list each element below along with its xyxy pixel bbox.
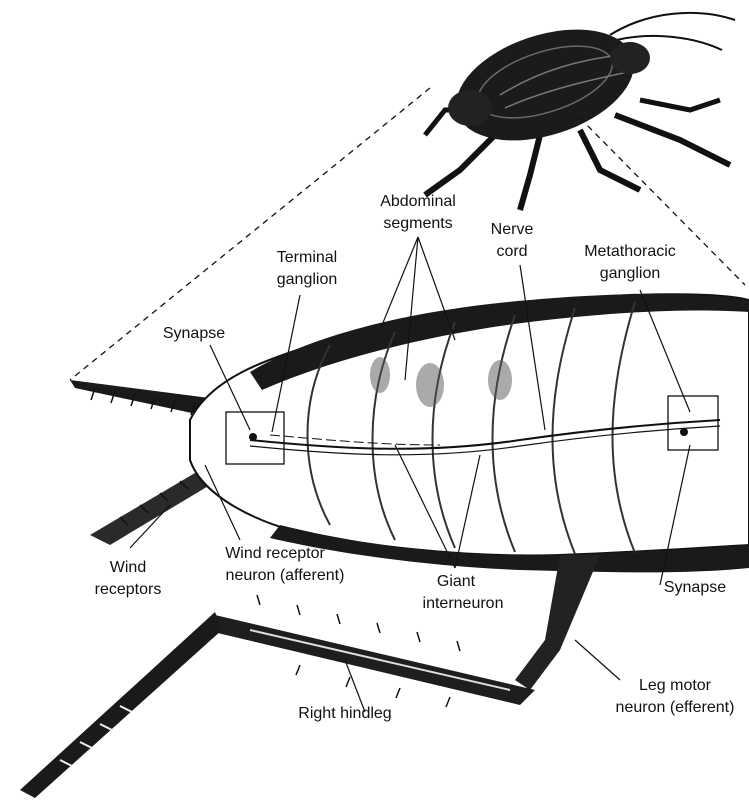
label-wind-receptor-neuron-line1: Wind receptor — [225, 545, 325, 562]
label-metathoracic-ganglion-line2: ganglion — [600, 265, 661, 282]
label-terminal-ganglion-line2: ganglion — [277, 271, 338, 288]
label-terminal-ganglion-line1: Terminal — [277, 249, 337, 266]
label-metathoracic-ganglion-line1: Metathoracic — [584, 243, 676, 260]
label-synapse-left: Synapse — [163, 325, 225, 342]
label-wind-receptors-line2: receptors — [95, 581, 162, 598]
label-wind-receptors-line1: Wind — [110, 559, 146, 576]
cockroach-illustration — [425, 9, 735, 210]
label-abdominal-segments-line1: Abdominal — [380, 193, 456, 210]
label-leg-motor-neuron-line2: neuron (efferent) — [616, 699, 735, 716]
label-giant-interneuron-line1: Giant — [437, 573, 476, 590]
label-nerve-cord-line2: cord — [496, 243, 527, 260]
label-synapse-right: Synapse — [664, 579, 726, 596]
label-wind-receptor-neuron-line2: neuron (afferent) — [226, 567, 345, 584]
label-abdominal-segments-line2: segments — [383, 215, 452, 232]
label-giant-interneuron-line2: interneuron — [423, 595, 504, 612]
label-right-hindleg: Right hindleg — [298, 705, 391, 722]
label-leg-motor-neuron-line1: Leg motor — [639, 677, 712, 694]
label-nerve-cord-line1: Nerve — [491, 221, 534, 238]
